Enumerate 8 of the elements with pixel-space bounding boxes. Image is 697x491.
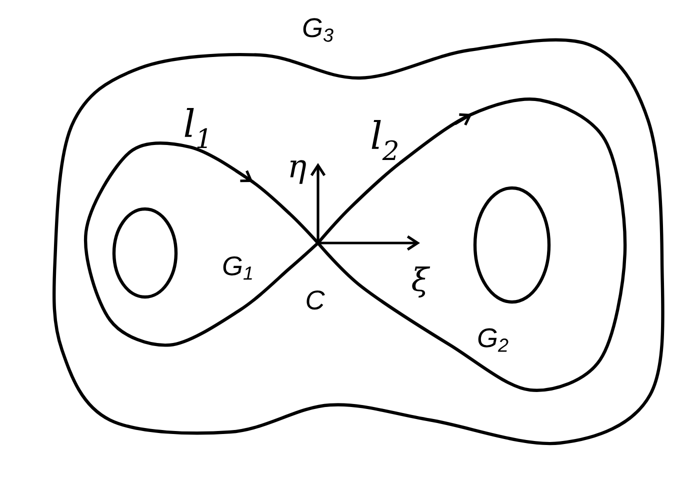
curve-label: l$_{1}$ (184, 108, 208, 148)
axis-label: η (290, 160, 306, 184)
region-label: G$_{2}$ (478, 328, 508, 352)
axis-label: ξ (412, 266, 430, 298)
curve-label: l$_{2}$ (372, 120, 398, 160)
point-label: C (306, 290, 325, 310)
region-label: G$_{1}$ (223, 256, 252, 280)
region-label: G$_{3}$ (303, 18, 334, 42)
